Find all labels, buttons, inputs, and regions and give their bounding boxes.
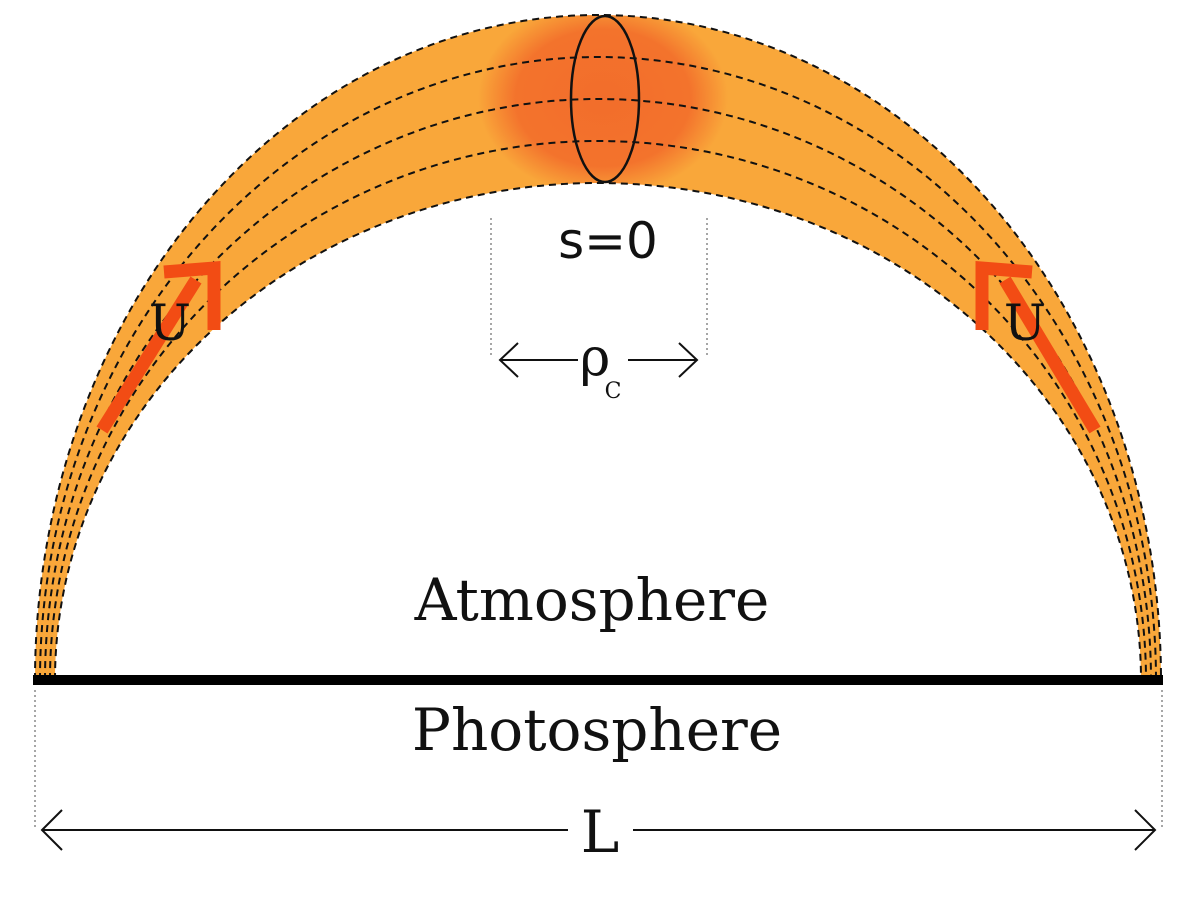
flow-label-left: U	[149, 294, 191, 352]
field-line-inner	[54, 182, 1142, 681]
s0-label: s=0	[558, 212, 658, 270]
condensation-region	[478, 15, 728, 196]
loop-body	[35, 15, 1161, 680]
rho-label: ρ	[580, 328, 611, 388]
field-line-outer	[34, 14, 1162, 681]
length-label: L	[581, 798, 620, 866]
flow-arrow-right	[975, 260, 1101, 434]
rho-arrows	[498, 342, 699, 378]
length-guides	[34, 690, 1163, 830]
flow-label-right: U	[1004, 294, 1046, 352]
field-line-4	[49, 140, 1147, 681]
photosphere-label: Photosphere	[412, 696, 782, 764]
rho-subscript: c	[605, 368, 622, 406]
field-line-2	[39, 56, 1157, 681]
cross-section-ellipse	[569, 14, 641, 184]
rho-guides	[490, 218, 708, 358]
length-arrows	[40, 809, 1157, 851]
flow-arrow-left	[96, 260, 221, 434]
atmosphere-label: Atmosphere	[414, 566, 770, 634]
